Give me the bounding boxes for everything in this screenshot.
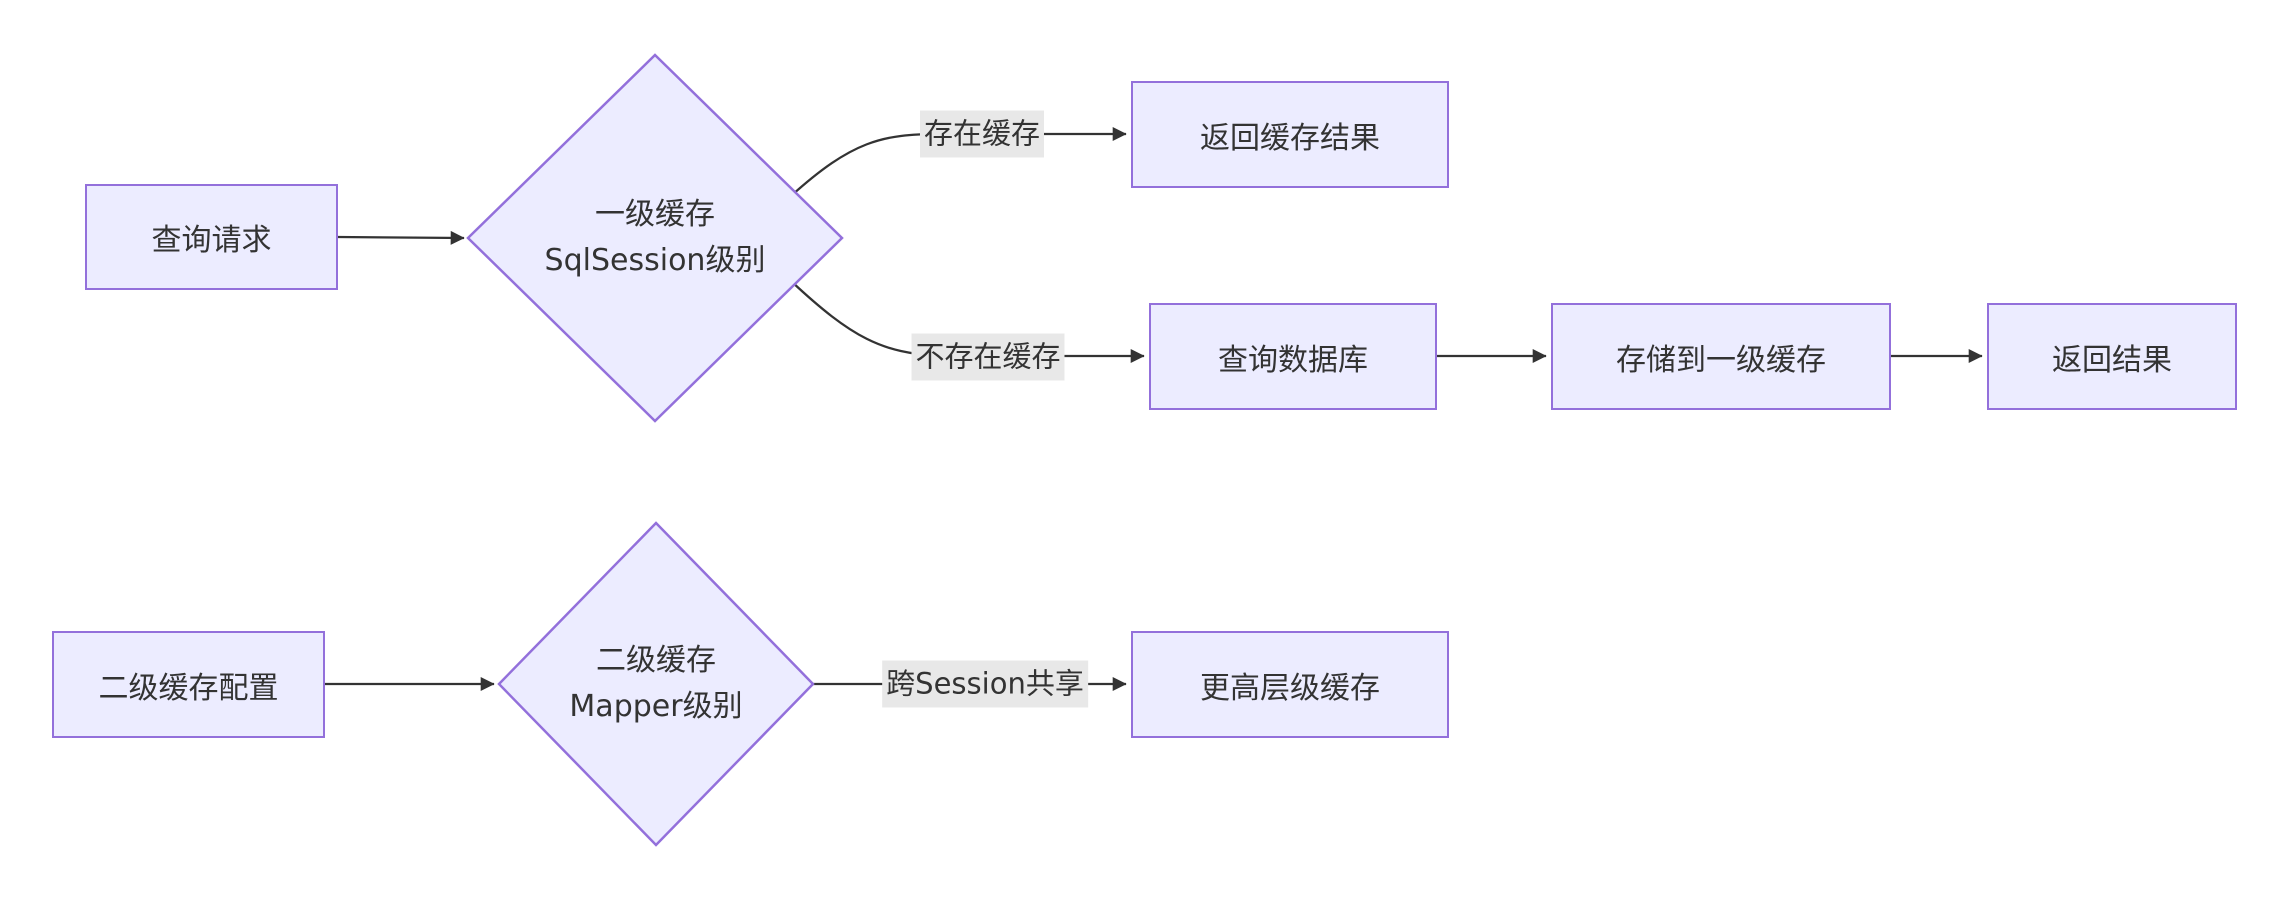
node-query-request: 查询请求 <box>85 184 338 290</box>
node-label: 查询数据库 <box>1218 342 1368 378</box>
node-label: 返回缓存结果 <box>1200 120 1380 156</box>
node-label-line1: 一级缓存 <box>594 197 715 232</box>
decision-second-level-cache-label: 二级缓存 Mapper级别 <box>569 638 742 730</box>
node-label-line2: SqlSession级别 <box>544 243 766 278</box>
node-label-line2: Mapper级别 <box>569 689 743 724</box>
node-store-to-first-level-cache: 存储到一级缓存 <box>1551 303 1891 410</box>
edge-query-request-to-first-level-cache <box>337 230 465 245</box>
decision-first-level-cache-label: 一级缓存 SqlSession级别 <box>545 192 766 284</box>
edge-label-cross-session-share: 跨Session共享 <box>882 660 1088 708</box>
node-return-cached-result: 返回缓存结果 <box>1131 81 1449 188</box>
node-label: 更高层级缓存 <box>1200 670 1380 706</box>
node-label: 二级缓存配置 <box>98 670 279 706</box>
node-higher-level-cache: 更高层级缓存 <box>1131 631 1449 738</box>
decision-first-level-cache-shape <box>466 53 844 423</box>
node-label-line1: 二级缓存 <box>596 643 716 678</box>
node-return-result: 返回结果 <box>1987 303 2237 410</box>
decision-second-level-cache-shape <box>497 521 815 847</box>
node-second-level-cache-config: 二级缓存配置 <box>52 631 325 738</box>
edge-label-cache-exists: 存在缓存 <box>919 110 1045 158</box>
node-label: 查询请求 <box>151 223 272 258</box>
node-label: 返回结果 <box>2052 342 2172 378</box>
node-query-database: 查询数据库 <box>1149 303 1437 410</box>
edge-label-cache-missing: 不存在缓存 <box>911 333 1065 381</box>
node-label: 存储到一级缓存 <box>1616 342 1826 378</box>
